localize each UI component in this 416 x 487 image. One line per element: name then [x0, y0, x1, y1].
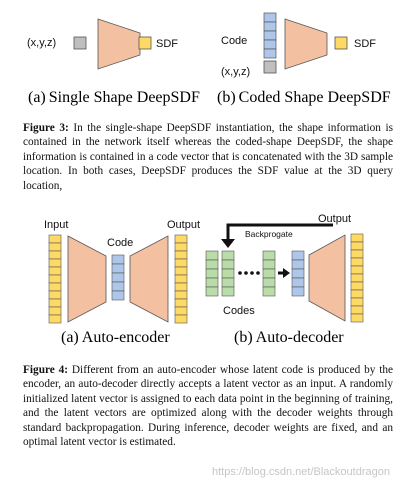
fig4a-input-vector: [48, 234, 62, 324]
fig4b-output-vector: [350, 233, 364, 323]
fig4b-caption-text: Auto-decoder: [256, 329, 345, 346]
fig3b-code-label: Code: [221, 35, 247, 47]
fig3a-sdf-box: [138, 36, 152, 50]
fig3-single-shape-diagram: (x,y,z) SDF (a)Single Shape DeepSDF: [27, 18, 200, 106]
fig4b-code-vector-3: [262, 250, 276, 297]
fig3b-input-box: [263, 60, 277, 74]
figure3-caption-body: In the single-shape DeepSDF instantiatio…: [23, 122, 394, 192]
fig3b-sdf-box: [334, 36, 348, 50]
fig4b-decoder-trapezoid: [308, 234, 346, 322]
fig3a-input-box: [73, 36, 87, 50]
fig4-auto-decoder-diagram: Backprogate Output: [205, 213, 364, 346]
fig4a-decoder-trapezoid: [129, 235, 169, 323]
fig3b-caption-tag: (b): [217, 89, 236, 106]
figure4-caption-label: Figure 4:: [23, 364, 69, 376]
fig3-coded-shape-diagram: Code (x,y,z) SDF (b)Coded Shape DeepSDF: [217, 12, 391, 106]
fig4-auto-encoder-diagram: Input Code Output: [44, 219, 200, 346]
fig3a-input-label: (x,y,z): [27, 37, 56, 49]
fig4a-code-label: Code: [107, 237, 133, 249]
fig4b-caption-tag: (b): [234, 329, 253, 346]
fig4b-backprop-label: Backprogate: [245, 229, 293, 239]
fig4b-caption: (b)Auto-decoder: [234, 329, 344, 346]
fig4b-ellipsis-dots: [238, 271, 260, 275]
fig3b-input-label: (x,y,z): [221, 66, 250, 78]
fig3b-output-label: SDF: [354, 38, 376, 50]
fig4a-encoder-trapezoid: [67, 235, 107, 323]
fig4a-caption-text: Auto-encoder: [82, 329, 171, 346]
fig4b-forward-arrowhead: [283, 268, 290, 278]
fig4b-selected-code-vector: [291, 250, 305, 297]
fig4b-codes-label: Codes: [223, 305, 255, 317]
fig3a-output-label: SDF: [156, 38, 178, 50]
fig3a-caption-tag: (a): [28, 89, 46, 106]
fig3b-caption: (b)Coded Shape DeepSDF: [217, 89, 391, 106]
fig4a-code-vector: [111, 254, 125, 301]
fig4a-output-label: Output: [167, 219, 200, 231]
figure4-caption-body: Different from an auto-encoder whose lat…: [23, 364, 394, 449]
fig4b-output-label: Output: [318, 213, 351, 225]
figure3-caption: Figure 3: In the single-shape DeepSDF in…: [23, 121, 393, 193]
fig4b-backprop-arrow-line: [226, 223, 333, 240]
figure4-caption: Figure 4: Different from an auto-encoder…: [23, 363, 393, 449]
fig4b-code-vector-2: [221, 250, 235, 297]
fig3b-code-vector: [263, 12, 277, 59]
csdn-watermark: https://blog.csdn.net/Blackoutdragon: [212, 466, 390, 478]
fig4a-caption: (a)Auto-encoder: [61, 329, 170, 346]
fig4a-output-vector: [174, 234, 188, 324]
fig3a-caption: (a)Single Shape DeepSDF: [28, 89, 200, 106]
fig4b-code-vector-1: [205, 250, 219, 297]
fig3b-caption-text: Coded Shape DeepSDF: [239, 89, 391, 106]
fig4a-caption-tag: (a): [61, 329, 79, 346]
figure3-caption-label: Figure 3:: [23, 122, 69, 134]
fig4a-input-label: Input: [44, 219, 68, 231]
fig3a-caption-text: Single Shape DeepSDF: [49, 89, 200, 106]
fig4b-backprop-arrowhead: [221, 239, 235, 248]
fig3b-network-trapezoid: [284, 18, 328, 70]
fig3a-network-trapezoid: [97, 18, 141, 70]
